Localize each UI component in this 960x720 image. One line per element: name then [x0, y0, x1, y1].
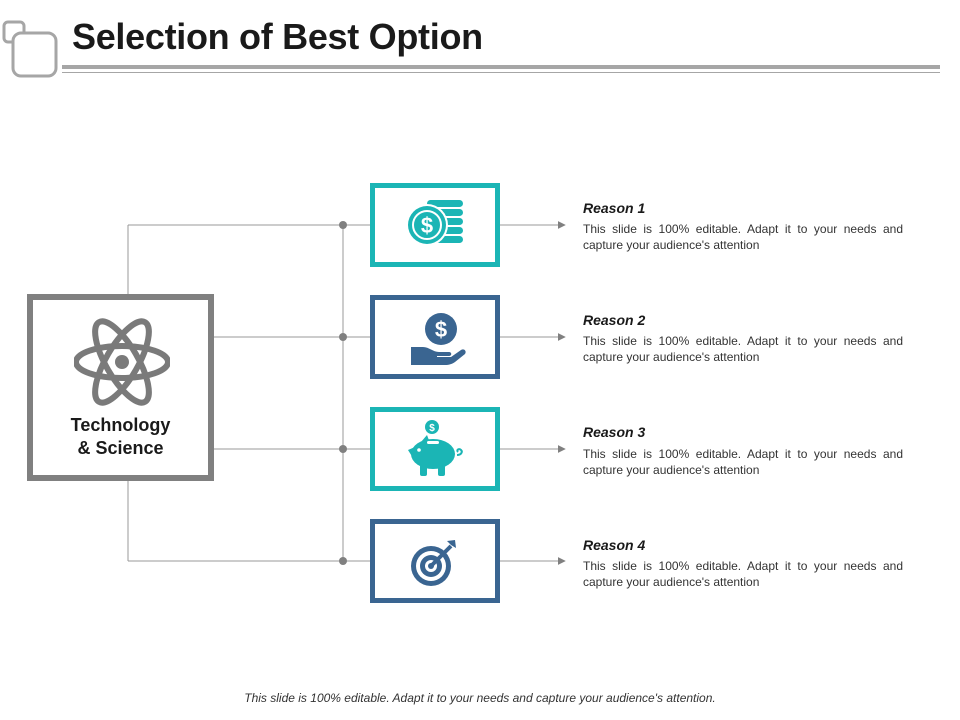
reason-1-title: Reason 1: [583, 200, 646, 216]
reason-4-description: This slide is 100% editable. Adapt it to…: [583, 559, 903, 589]
reason-3-icon-box: $: [370, 407, 500, 491]
svg-text:$: $: [435, 317, 447, 342]
main-label-line1: Technology: [70, 415, 171, 435]
junction-dot: [339, 445, 347, 453]
reason-4-icon-box: [370, 519, 500, 603]
target-icon: [411, 540, 456, 586]
reason-3-title: Reason 3: [583, 424, 646, 440]
atom-icon: [74, 318, 170, 406]
main-label: Technology & Science: [33, 414, 208, 460]
title-divider-thin: [62, 72, 940, 73]
piggy-bank-icon: $: [408, 420, 463, 476]
page-title: Selection of Best Option: [72, 16, 483, 57]
logo-icon: [2, 20, 58, 78]
reason-3-description: This slide is 100% editable. Adapt it to…: [583, 447, 903, 477]
title-divider: [62, 65, 940, 69]
money-hand-icon: $: [411, 313, 466, 365]
junction-dot: [339, 221, 347, 229]
junction-dot: [339, 333, 347, 341]
footer-note: This slide is 100% editable. Adapt it to…: [244, 691, 716, 705]
reason-2-title: Reason 2: [583, 312, 646, 328]
reason-2-description: This slide is 100% editable. Adapt it to…: [583, 334, 903, 364]
reason-1-description: This slide is 100% editable. Adapt it to…: [583, 222, 903, 252]
coins-icon: $: [406, 200, 463, 246]
reason-2-icon-box: $: [370, 295, 500, 379]
main-label-line2: & Science: [77, 438, 164, 458]
svg-text:$: $: [429, 423, 435, 434]
junction-dot: [339, 557, 347, 565]
reason-1-icon-box: $: [370, 183, 500, 267]
reason-4-title: Reason 4: [583, 537, 646, 553]
svg-text:$: $: [421, 213, 433, 238]
technology-science-box: Technology & Science: [27, 294, 214, 481]
